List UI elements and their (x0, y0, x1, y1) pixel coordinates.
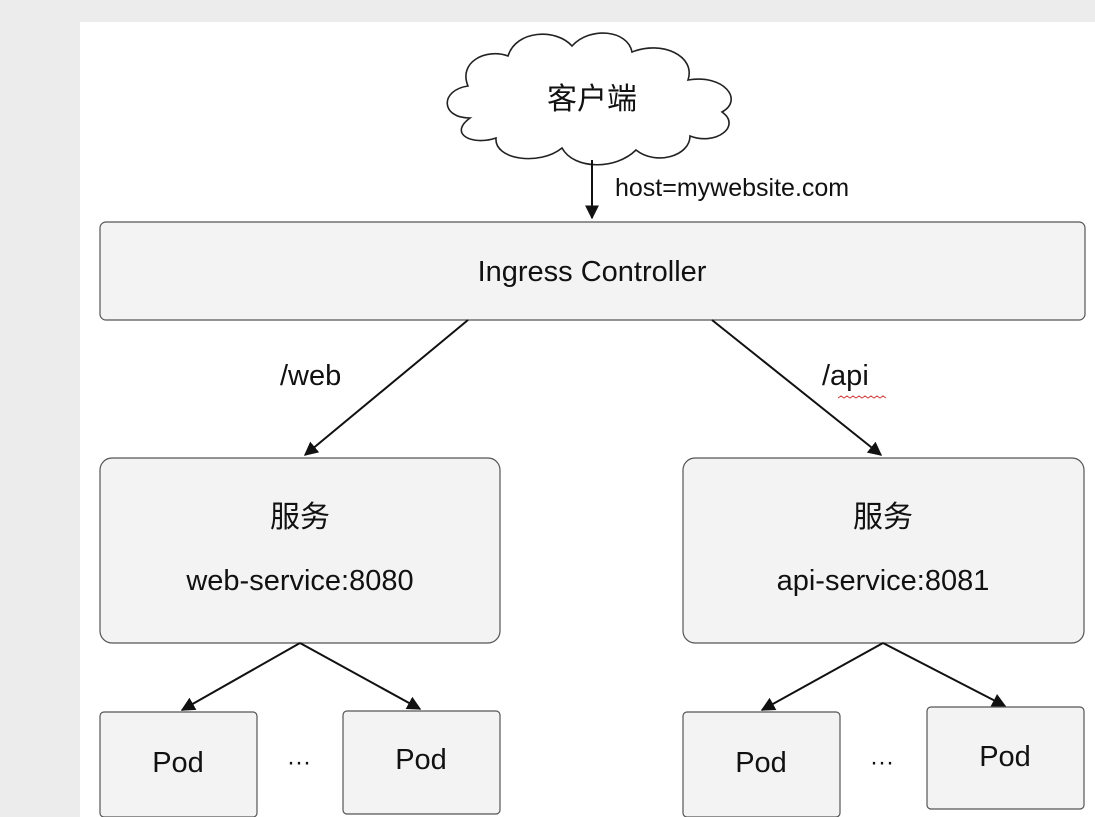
api-route-label: /api (822, 360, 869, 392)
web-pod-2-label: Pod (395, 744, 447, 776)
web-pod-1: Pod (99, 711, 258, 817)
api-service-node: 服务 api-service:8081 (682, 457, 1085, 644)
host-label: host=mywebsite.com (615, 174, 849, 202)
web-pod-arrow-left (180, 642, 301, 711)
api-pod-2-label: Pod (979, 741, 1031, 773)
web-pod-arrow-right (299, 642, 422, 710)
api-pod-arrow-left (760, 642, 884, 711)
api-pods-ellipsis: ··· (870, 749, 894, 776)
web-pods-ellipsis: ··· (287, 749, 311, 776)
spellcheck-squiggle (837, 395, 887, 399)
web-service-box (99, 457, 501, 644)
api-pod-2: Pod (926, 706, 1085, 810)
diagram-canvas: 客户端 host=mywebsite.com Ingress Controlle… (80, 22, 1095, 817)
api-pod-1-box (682, 711, 841, 817)
api-service-name: api-service:8081 (777, 565, 990, 597)
api-route-arrow (711, 319, 883, 456)
cloud-shape (446, 32, 732, 166)
web-pod-1-label: Pod (152, 747, 204, 779)
web-service-node: 服务 web-service:8080 (99, 457, 501, 644)
ingress-label: Ingress Controller (478, 256, 707, 288)
web-pod-1-box (99, 711, 258, 817)
web-route-arrow (303, 319, 469, 456)
web-service-name: web-service:8080 (185, 565, 413, 597)
web-pod-2: Pod (342, 710, 501, 815)
ingress-controller: Ingress Controller (99, 221, 1086, 321)
api-pod-1: Pod (682, 711, 841, 817)
api-pod-arrow-right (882, 642, 1007, 707)
ingress-box (99, 221, 1086, 321)
api-pod-1-label: Pod (735, 747, 787, 779)
web-route-label: /web (280, 360, 341, 392)
api-service-title: 服务 (853, 500, 913, 535)
api-service-box (682, 457, 1085, 644)
web-service-title: 服务 (270, 500, 330, 535)
web-pod-2-box (342, 710, 501, 815)
api-pod-2-box (926, 706, 1085, 810)
client-cloud: 客户端 (446, 32, 732, 166)
client-label: 客户端 (547, 82, 637, 117)
